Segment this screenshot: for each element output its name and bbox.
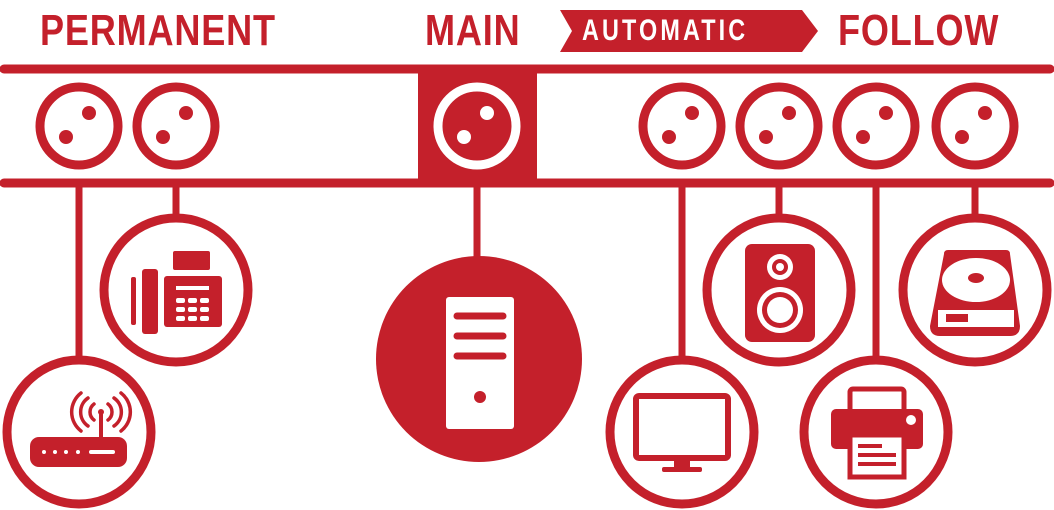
speaker-icon: [702, 213, 856, 367]
automatic-arrow-tag: [560, 10, 818, 52]
fax-phone-icon: [99, 213, 253, 367]
permanent-label: PERMANENT: [40, 6, 276, 55]
socket-icon: [832, 82, 920, 170]
socket-icon: [735, 82, 823, 170]
printer-icon: [799, 355, 953, 509]
automatic-label: AUTOMATIC: [582, 14, 749, 47]
socket-icon: [931, 82, 1019, 170]
socket-icon: [35, 82, 123, 170]
main-label: MAIN: [425, 6, 521, 55]
wifi-router-icon: [2, 355, 156, 509]
hard-drive-icon: [898, 213, 1052, 367]
monitor-icon: [605, 355, 759, 509]
follow-label: FOLLOW: [838, 6, 1000, 55]
main-socket-icon: [433, 82, 521, 170]
socket-icon: [132, 82, 220, 170]
socket-icon: [638, 82, 726, 170]
desktop-computer-icon: [376, 256, 582, 462]
